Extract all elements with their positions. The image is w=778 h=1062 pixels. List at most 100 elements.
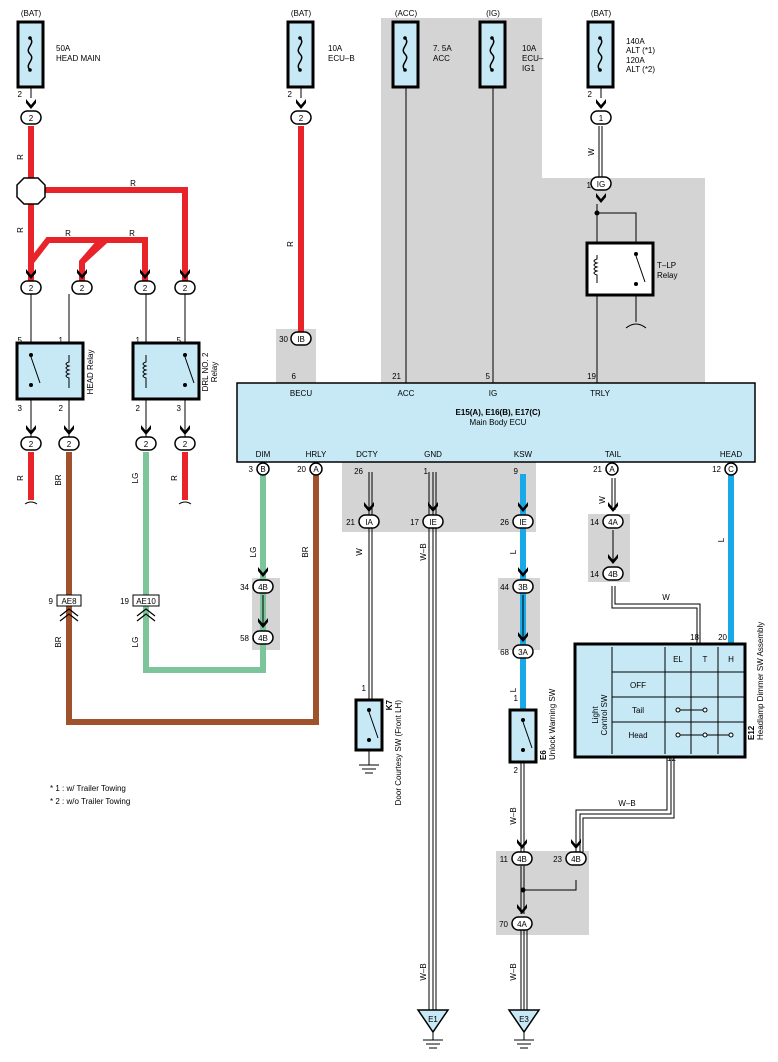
fuse-output-arrows — [26, 87, 606, 203]
svg-text:L: L — [509, 687, 518, 692]
head-relay-label: HEAD Relay — [86, 350, 95, 395]
thin-wires — [30, 40, 701, 1010]
ecu-terminal-gnd: GND — [424, 450, 442, 459]
svg-text:5: 5 — [18, 336, 23, 345]
connector-ae10-label: AE10 — [136, 597, 156, 606]
svg-text:2: 2 — [144, 440, 149, 449]
fuse-alt-name1: ALT (*1) — [626, 46, 655, 55]
svg-text:2: 2 — [143, 284, 148, 293]
svg-text:4B: 4B — [608, 570, 618, 579]
door-sw-name: Door Courtesy SW (Front LH) — [394, 700, 403, 806]
svg-text:3: 3 — [18, 404, 23, 413]
svg-text:1: 1 — [587, 181, 592, 190]
svg-text:2: 2 — [29, 284, 34, 293]
fuse-alt-rating2: 120A — [626, 56, 645, 65]
svg-text:BR: BR — [54, 636, 63, 647]
fuse-head-main-name: HEAD MAIN — [56, 54, 101, 63]
svg-text:BR: BR — [54, 474, 63, 485]
svg-text:2: 2 — [29, 440, 34, 449]
note-trailer-towing: * 1 : w/ Trailer Towing — [50, 784, 126, 793]
svg-text:3: 3 — [177, 404, 182, 413]
svg-text:2: 2 — [136, 404, 141, 413]
svg-text:W: W — [587, 148, 596, 156]
svg-text:9: 9 — [49, 597, 54, 606]
splice-point — [16, 177, 46, 205]
svg-text:1: 1 — [599, 114, 604, 123]
svg-text:34: 34 — [240, 583, 249, 592]
fuse-alt-source: (BAT) — [591, 9, 612, 18]
svg-text:R: R — [286, 241, 295, 247]
ecu-terminal-ig: IG — [489, 389, 497, 398]
svg-text:21: 21 — [392, 372, 401, 381]
svg-text:2: 2 — [29, 114, 34, 123]
door-sw-code: K7 — [385, 699, 394, 710]
fuse-ecu-ig1-rating: 10A — [522, 44, 537, 53]
svg-text:W: W — [662, 593, 670, 602]
svg-text:L: L — [509, 549, 518, 554]
svg-text:1: 1 — [136, 336, 141, 345]
connector-ae10 — [132, 594, 160, 622]
ecu-terminal-tail: TAIL — [605, 450, 622, 459]
svg-text:4B: 4B — [258, 634, 268, 643]
main-body-ecu — [236, 382, 756, 463]
svg-text:W: W — [598, 496, 607, 504]
drl-relay-label-1: DRL NO. 2 — [201, 352, 210, 391]
svg-text:LG: LG — [249, 547, 258, 558]
fuse-ecu-b-name: ECU–B — [328, 54, 355, 63]
svg-text:14: 14 — [590, 518, 599, 527]
svg-text:A: A — [609, 465, 615, 474]
switch-row-tail: Tail — [632, 706, 644, 715]
headlamp-sw-name: Headlamp Dimmer SW Assembly — [756, 622, 765, 740]
pin-label: 2 — [18, 90, 23, 99]
svg-text:1: 1 — [362, 684, 367, 693]
svg-text:17: 17 — [410, 518, 419, 527]
svg-text:R: R — [16, 227, 25, 233]
svg-text:2: 2 — [80, 284, 85, 293]
ecu-terminal-becu: BECU — [290, 389, 312, 398]
headlamp-dimmer-switch — [573, 642, 747, 759]
unlock-warning-switch — [508, 708, 538, 764]
fuse-ecu-b — [286, 20, 315, 89]
svg-text:W–B: W–B — [419, 543, 428, 560]
fuse-acc-name: ACC — [433, 54, 450, 63]
ground-e3-label: E3 — [519, 1015, 529, 1024]
svg-text:IA: IA — [365, 518, 373, 527]
fuse-acc-source: (ACC) — [395, 9, 418, 18]
connector-arrows — [26, 269, 618, 914]
tlp-relay — [585, 241, 655, 297]
svg-text:11: 11 — [500, 855, 509, 864]
fuse-alt-rating1: 140A — [626, 37, 645, 46]
svg-text:23: 23 — [553, 855, 562, 864]
svg-text:4B: 4B — [517, 855, 527, 864]
tlp-relay-label-2: Relay — [657, 271, 677, 280]
ecu-terminal-hrly: HRLY — [306, 450, 327, 459]
svg-text:9: 9 — [514, 467, 519, 476]
svg-text:12: 12 — [712, 465, 721, 474]
fuse-ecu-ig1-name1: ECU– — [522, 54, 544, 63]
svg-text:IE: IE — [519, 518, 527, 527]
ground-e1-label: E1 — [428, 1015, 438, 1024]
connector-ae8-label: AE8 — [61, 597, 77, 606]
fuse-head-main — [16, 20, 45, 89]
svg-text:C: C — [728, 465, 734, 474]
svg-text:1: 1 — [59, 336, 64, 345]
fuse-ecu-ig1 — [478, 20, 507, 89]
svg-text:5: 5 — [486, 372, 491, 381]
svg-text:18: 18 — [690, 633, 699, 642]
svg-text:IG: IG — [597, 180, 605, 189]
ecu-connectors: E15(A), E16(B), E17(C) — [456, 408, 541, 417]
svg-text:4B: 4B — [258, 583, 268, 592]
svg-text:BR: BR — [301, 546, 310, 557]
fuse-acc-rating: 7. 5A — [433, 44, 452, 53]
red-wires — [28, 126, 304, 500]
unlock-sw-name: Unlock Warning SW — [548, 688, 557, 760]
pin-numbers: 5 1 1 5 3 2 2 3 30 6 21 5 19 1 3 20 26 1… — [18, 181, 728, 929]
svg-text:3A: 3A — [518, 648, 528, 657]
svg-text:A: A — [313, 465, 319, 474]
svg-text:R: R — [170, 475, 179, 481]
fuse-alt-name2: ALT (*2) — [626, 65, 655, 74]
svg-text:IE: IE — [429, 518, 437, 527]
svg-text:70: 70 — [499, 920, 508, 929]
svg-text:26: 26 — [500, 518, 509, 527]
fuse-ecu-b-rating: 10A — [328, 44, 343, 53]
